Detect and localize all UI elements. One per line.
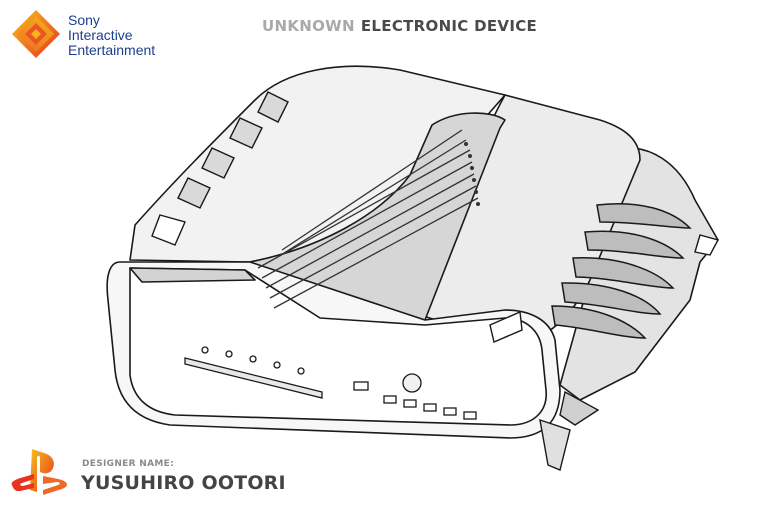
title-main: ELECTRONIC DEVICE (360, 17, 538, 35)
company-name-line: Sony (68, 12, 100, 28)
document-title: UNKNOWN ELECTRONIC DEVICE (262, 17, 537, 35)
company-name: Sony Interactive Entertainment (68, 13, 155, 58)
designer-name: YUSUHIRO OOTORI (81, 472, 286, 494)
playstation-logo-icon (11, 449, 67, 495)
title-muted: UNKNOWN (262, 17, 355, 35)
sony-interactive-logo-icon (12, 10, 60, 58)
company-name-line: Interactive (68, 27, 133, 43)
designer-label: DESIGNER NAME: (82, 459, 174, 469)
company-name-line: Entertainment (68, 42, 156, 58)
